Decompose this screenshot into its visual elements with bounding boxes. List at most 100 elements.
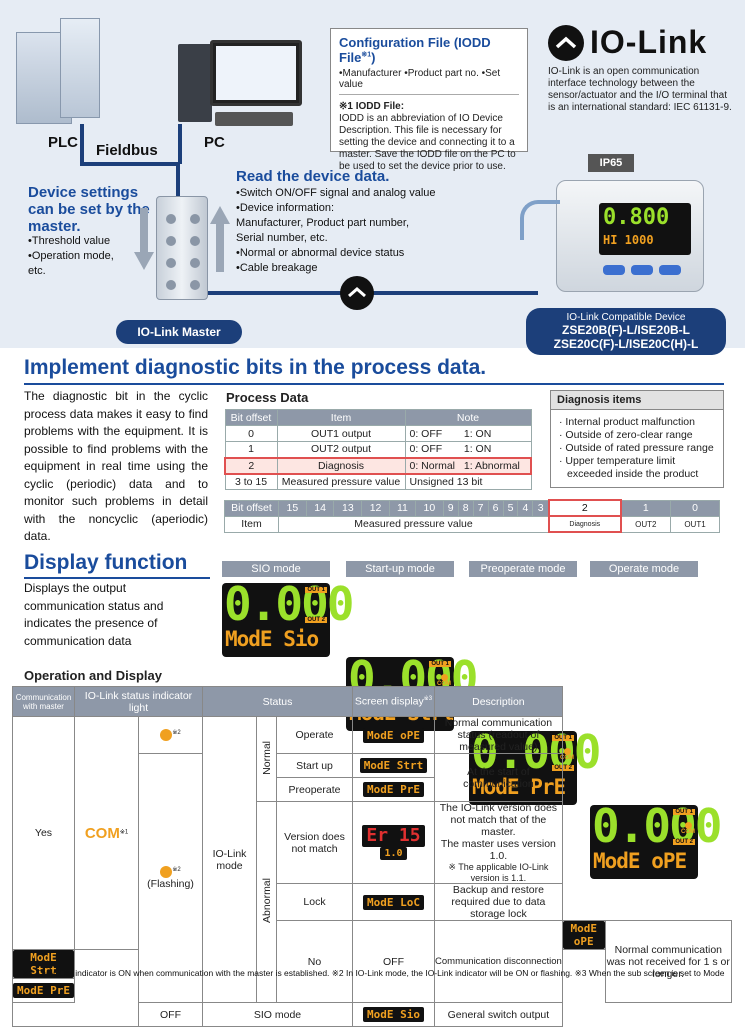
io-link-logo: IO-Link — [548, 24, 707, 61]
device-card-title: IO-Link Compatible Device — [566, 312, 686, 323]
bit-cell: 0 — [670, 499, 720, 517]
bit-cell: 14 — [305, 499, 335, 517]
fieldbus-label: Fieldbus — [96, 142, 158, 159]
cell: OUT1 output — [276, 425, 406, 442]
table-row: Lock ModE LoC Backup and restore require… — [13, 883, 732, 921]
sensor-button — [659, 265, 681, 275]
table-row: No OFF Communication disconnection ModE … — [13, 920, 733, 1003]
io-link-master-label: IO-Link Master — [116, 320, 242, 344]
config-file-box: Configuration File (IODD File※1) •Manufa… — [330, 28, 528, 172]
bit-cell: 3 — [532, 499, 550, 517]
cell-off-sio: OFF — [138, 1002, 203, 1027]
table-row: Yes COM※1 ※2 IO-Link mode Normal Operate… — [12, 716, 732, 1003]
display-heading: Display function — [24, 551, 188, 574]
io-link-logo-icon — [548, 24, 584, 61]
desc-version: The IO-Link version does not match that … — [434, 801, 563, 884]
bit-header: Bit offset — [224, 499, 279, 517]
sensor-main-display: 0.800 — [603, 205, 670, 230]
pc-label: PC — [204, 134, 225, 151]
cell: 1: ON — [463, 425, 532, 442]
config-title: Configuration File (IODD File※1) — [339, 35, 491, 65]
keyboard-icon — [215, 112, 293, 126]
h-status: Status — [202, 686, 353, 717]
com-indicator: COM — [560, 748, 574, 761]
cell: 0: OFF — [404, 441, 464, 458]
bit-cell: 10 — [414, 499, 444, 517]
cell: Diagnosis — [276, 456, 406, 475]
cell: 0 — [224, 425, 278, 442]
bit-cell: 13 — [333, 499, 363, 517]
table-row: Preoperate ModE PrE — [13, 777, 732, 802]
sensor-button — [603, 265, 625, 275]
desc-operate: Normal communication status (readout of … — [434, 716, 563, 754]
table-row: ※2(Flashing) Start up ModE Strt At the s… — [13, 753, 732, 1003]
pc-tower-icon — [178, 44, 212, 122]
lcd-sub-value: ModE Sio — [225, 627, 319, 651]
mode-title: Start-up mode — [346, 561, 454, 577]
desc-start: At the start of communication — [434, 753, 563, 802]
mode-title: Operate mode — [590, 561, 698, 577]
indicator-on-icon: ※2 — [138, 716, 203, 754]
status-disc: Communication disconnection — [434, 920, 563, 1003]
pc-monitor-icon — [210, 40, 302, 106]
cell-yes: Yes — [12, 716, 75, 950]
bit-cell: 15 — [278, 499, 307, 517]
sensor-device-icon: 0.800 HI 1000 — [556, 180, 704, 292]
status-preoperate: Preoperate — [276, 777, 353, 802]
out1-indicator: OUT 1 — [552, 735, 574, 741]
config-subtitle: •Manufacturer •Product part no. •Set val… — [339, 68, 501, 90]
table-row: Item Measured pressure value Diagnosis O… — [224, 515, 720, 533]
table-row: 3 to 15 Measured pressure value Unsigned… — [224, 473, 532, 490]
status-version: Version does not match — [276, 801, 353, 884]
table-row: 1 OUT2 output 0: OFF 1: ON — [224, 441, 532, 458]
table-row: OFF SIO mode ModE Sio General switch out… — [12, 1002, 732, 1027]
cell: 0: Normal — [404, 456, 464, 475]
bit-table: Bit offset 15 14 13 12 11 10 9 8 7 6 5 4… — [224, 499, 720, 533]
desc-sio: General switch output — [434, 1002, 563, 1027]
logo-description: IO-Link is an open communication interfa… — [548, 66, 732, 113]
config-note: ※1 IODD File: IODD is an abbreviation of… — [339, 101, 516, 172]
footnote: ※1 The COM indicator is ON when communic… — [22, 968, 725, 978]
list-item: · Upper temperature limit — [559, 455, 676, 467]
lcd-main-value: 0.000 — [224, 577, 354, 631]
top-section: PLC Fieldbus PC Device settings can be s… — [0, 0, 745, 355]
display-body: Displays the output communication status… — [24, 581, 164, 648]
h-description: Description — [434, 686, 563, 717]
cell: 1: ON — [463, 441, 532, 458]
screen-strt: ModE Strt — [352, 753, 435, 778]
cell: 2 — [224, 456, 278, 475]
sensor-sub-display: HI 1000 — [603, 233, 654, 247]
out1-indicator: OUT 1 — [673, 809, 695, 815]
screen-loc: ModE LoC — [352, 883, 435, 921]
bit-cell: 11 — [388, 499, 416, 517]
status-startup: Start up — [276, 753, 353, 778]
spacer — [12, 1002, 139, 1027]
up-arrow-icon — [210, 206, 230, 272]
diag-heading: Implement diagnostic bits in the process… — [24, 356, 487, 379]
ip65-badge: IP65 — [588, 154, 634, 172]
sensor-cable-icon — [520, 200, 560, 240]
desc-lock: Backup and restore required due to data … — [434, 883, 563, 921]
bit-cell: 7 — [472, 499, 489, 517]
com-cell: COM※1 — [74, 716, 139, 950]
item-label: Item — [224, 515, 279, 533]
bit-cell: 6 — [487, 499, 504, 517]
process-data-table: Bit offset Item Note 0 OUT1 output 0: OF… — [224, 409, 533, 490]
pd-header: Bit offset — [224, 409, 278, 426]
item-diagnosis: Diagnosis — [547, 515, 622, 533]
read-list: •Switch ON/OFF signal and analog value •… — [236, 186, 466, 276]
cell: Unsigned 13 bit — [404, 473, 532, 490]
plc-label: PLC — [48, 134, 78, 151]
cell: 1: Abnormal — [463, 456, 533, 475]
diagnosis-items-box: Diagnosis items · Internal product malfu… — [550, 390, 724, 488]
diag-divider — [24, 383, 724, 385]
screen-disc-strt: ModE Strt — [12, 949, 75, 979]
device-card: IO-Link Compatible Device ZSE20B(F)-L/IS… — [526, 308, 726, 355]
logo-text: IO-Link — [590, 24, 708, 60]
mode-title: SIO mode — [222, 561, 330, 577]
device-model-1: ZSE20B(F)-L/ISE20B-L — [561, 323, 690, 337]
bit-cell-highlighted: 2 — [547, 499, 622, 517]
out2-indicator: OUT 2 — [552, 765, 574, 771]
